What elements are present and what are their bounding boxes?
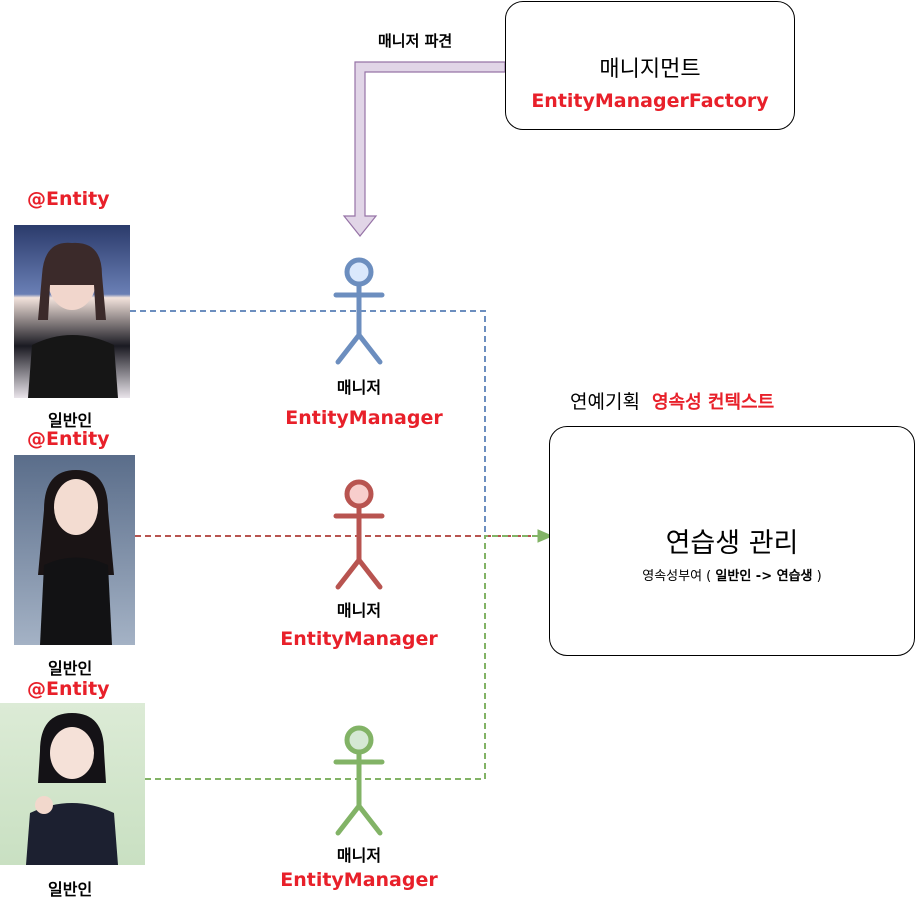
person-caption-2: 일반인 — [48, 659, 93, 678]
context-header-prefix: 연예기획 — [570, 391, 640, 413]
dispatch-label: 매니저 파견 — [378, 32, 453, 50]
context-header: 연예기획 영속성 컨텍스트 — [570, 387, 774, 414]
context-desc-prefix: 영속성부여 ( — [642, 569, 712, 584]
person-caption-1: 일반인 — [48, 411, 93, 430]
entity-label-2: @Entity — [27, 428, 110, 450]
person-3-silhouette — [26, 713, 118, 865]
context-title: 연습생 관리 — [665, 528, 799, 559]
context-desc-suffix: ) — [816, 569, 822, 584]
person-1-silhouette — [28, 242, 118, 398]
person-photo-2 — [14, 455, 135, 645]
context-box: 연습생 관리 영속성부여 ( 일반인 -> 연습생 ) — [549, 426, 915, 656]
connector-arrowhead — [537, 529, 554, 543]
manager-figure-1 — [333, 257, 385, 365]
manager-role-1: 매니저 — [336, 378, 382, 397]
entity-label-1: @Entity — [27, 188, 110, 210]
manager-name-1: EntityManager — [285, 407, 443, 429]
manager-figure-2 — [333, 479, 385, 590]
factory-title: 매니지먼트 — [599, 57, 701, 82]
person-photo-3 — [0, 703, 145, 865]
person-caption-3: 일반인 — [48, 880, 93, 899]
manager-figure-3 — [333, 725, 385, 836]
factory-subtitle: EntityManagerFactory — [531, 90, 769, 112]
context-desc: 영속성부여 ( 일반인 -> 연습생 ) — [550, 565, 914, 584]
person-2-silhouette — [38, 470, 114, 645]
context-header-highlight: 영속성 컨텍스트 — [651, 392, 775, 413]
factory-box: 매니지먼트 EntityManagerFactory — [505, 1, 795, 130]
entity-label-3: @Entity — [27, 678, 110, 700]
context-desc-bold: 일반인 -> 연습생 — [715, 569, 813, 584]
manager-name-3: EntityManager — [280, 869, 438, 891]
connector-line-3 — [145, 535, 540, 780]
person-photo-1 — [14, 225, 130, 398]
manager-role-2: 매니저 — [336, 601, 382, 620]
manager-role-3: 매니저 — [336, 846, 382, 865]
dispatch-arrow — [342, 61, 506, 237]
manager-name-2: EntityManager — [280, 628, 438, 650]
connector-line-1 — [130, 310, 486, 536]
